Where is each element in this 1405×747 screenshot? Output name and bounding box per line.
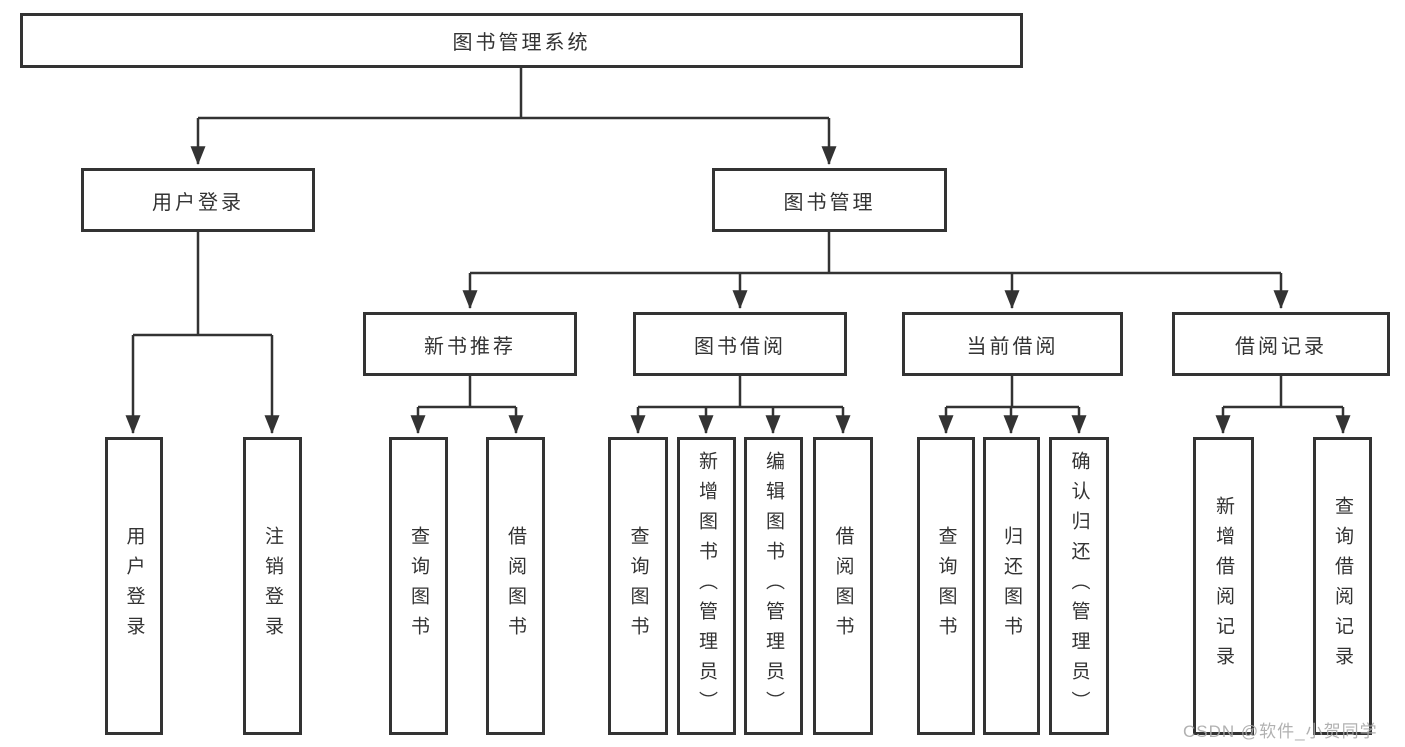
node-label: 用户登录 [152, 191, 244, 214]
leaf-label: 新增借阅记录 [1213, 496, 1234, 676]
leaf-label: 查询图书 [408, 526, 429, 646]
leaf-query-books-current: 查询图书 [917, 437, 975, 735]
leaf-label: 查询图书 [935, 526, 957, 646]
leaf-label: 归还图书 [1001, 526, 1022, 646]
leaf-label: 借阅图书 [832, 526, 854, 646]
node-root-label: 图书管理系统 [452, 32, 591, 54]
leaf-logout: 注销登录 [243, 437, 302, 735]
leaf-add-books-admin: 新增图书（管理员） [677, 437, 736, 735]
leaf-label: 用户登录 [123, 526, 145, 646]
leaf-label: 注销登录 [262, 526, 283, 646]
leaf-label: 新增图书（管理员） [696, 451, 717, 721]
node-book-management-branch: 图书管理 [712, 168, 947, 232]
leaf-confirm-return-admin: 确认归还（管理员） [1049, 437, 1109, 735]
watermark: CSDN @软件_小贺同学 [1183, 722, 1378, 741]
leaf-query-books-recommend: 查询图书 [389, 437, 448, 735]
leaf-label: 查询图书 [627, 526, 649, 646]
node-user-login-branch: 用户登录 [81, 168, 315, 232]
leaf-query-borrow-record: 查询借阅记录 [1313, 437, 1372, 735]
leaf-edit-books-admin: 编辑图书（管理员） [744, 437, 803, 735]
leaf-borrow-books: 借阅图书 [813, 437, 873, 735]
leaf-return-books: 归还图书 [983, 437, 1040, 735]
leaf-label: 编辑图书（管理员） [763, 451, 784, 721]
leaf-label: 借阅图书 [505, 526, 526, 646]
leaf-borrow-books-recommend: 借阅图书 [486, 437, 545, 735]
node-current-borrowing: 当前借阅 [902, 312, 1123, 376]
leaf-add-borrow-record: 新增借阅记录 [1193, 437, 1254, 735]
leaf-label: 查询借阅记录 [1332, 496, 1353, 676]
node-borrowing-records: 借阅记录 [1172, 312, 1390, 376]
node-label: 新书推荐 [424, 335, 516, 358]
node-root-system: 图书管理系统 [20, 13, 1023, 68]
node-label: 借阅记录 [1235, 335, 1327, 358]
leaf-query-books-borrow: 查询图书 [608, 437, 668, 735]
leaf-user-login: 用户登录 [105, 437, 163, 735]
node-label: 图书借阅 [694, 335, 786, 358]
node-new-book-recommend: 新书推荐 [363, 312, 577, 376]
node-book-borrowing: 图书借阅 [633, 312, 847, 376]
node-label: 当前借阅 [966, 335, 1059, 358]
node-label: 图书管理 [783, 191, 876, 214]
leaf-label: 确认归还（管理员） [1068, 451, 1090, 721]
